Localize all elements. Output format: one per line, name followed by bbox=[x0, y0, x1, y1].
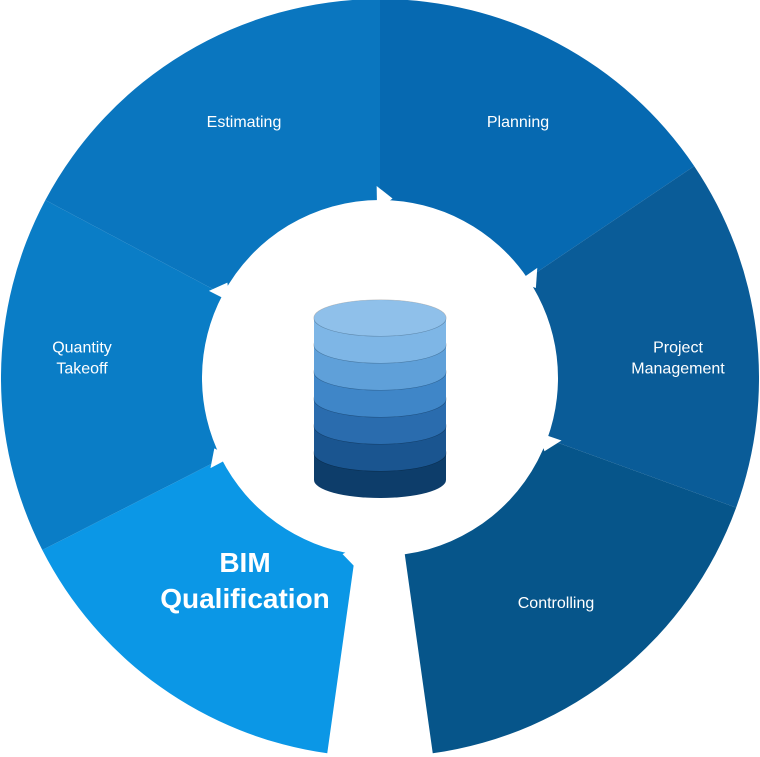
segment-label-line: BIM bbox=[219, 547, 270, 578]
segment-label-line: Quantity bbox=[52, 340, 112, 357]
segment-label-line: Takeoff bbox=[56, 361, 108, 378]
segment-label-estimating: Estimating bbox=[207, 114, 282, 131]
segment-quantity-takeoff bbox=[1, 200, 223, 551]
segment-label-line: Planning bbox=[487, 114, 549, 131]
segment-label-bim-qualification: BIM Qualification bbox=[160, 547, 330, 614]
segment-planning bbox=[380, 0, 695, 279]
segment-label-controlling: Controlling bbox=[518, 595, 594, 612]
database-top bbox=[314, 300, 446, 336]
flow-arrow-icon bbox=[376, 186, 393, 211]
segment-estimating bbox=[45, 0, 380, 295]
segment-label-line: Controlling bbox=[518, 595, 594, 612]
segment-label-line: Qualification bbox=[160, 583, 330, 614]
flow-arrow-icon bbox=[517, 267, 538, 288]
segment-project-management bbox=[527, 166, 759, 508]
segment-label-line: Estimating bbox=[207, 114, 282, 131]
flow-arrow-icon bbox=[210, 448, 232, 469]
segment-controlling bbox=[404, 438, 737, 754]
flow-arrow-icon bbox=[538, 432, 562, 452]
flow-arrow-icon bbox=[208, 282, 231, 302]
database-stack-icon bbox=[313, 299, 447, 498]
segment-label-line: Management bbox=[631, 361, 725, 378]
segment-label-planning: Planning bbox=[487, 114, 549, 131]
flow-arrow-icon bbox=[342, 544, 360, 569]
segment-bim-qualification bbox=[42, 458, 356, 754]
segment-label-line: Project bbox=[653, 340, 703, 357]
